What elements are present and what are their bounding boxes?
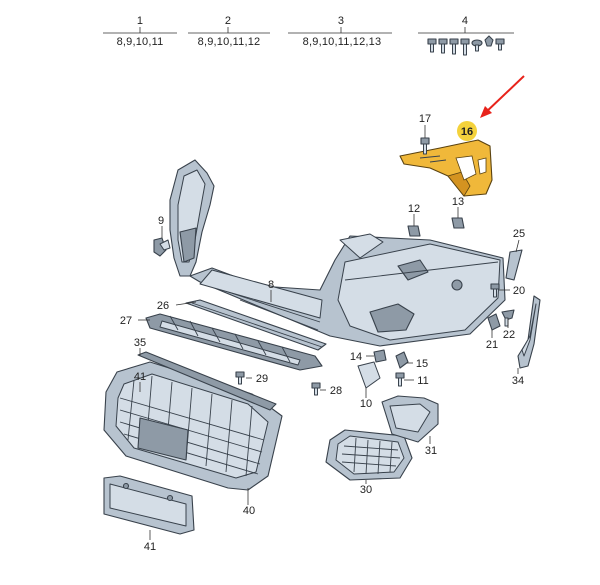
screw-28-icon	[311, 382, 321, 396]
label-part-22: 22	[503, 329, 515, 341]
header-group-number: 1	[137, 15, 143, 27]
label-part-41-top: 41	[134, 371, 146, 383]
label-part-28: 28	[330, 385, 342, 397]
label-part-9: 9	[158, 215, 164, 227]
label-part-41: 41	[144, 541, 156, 553]
label-part-40: 40	[243, 505, 255, 517]
highlight-badge	[457, 121, 477, 141]
label-part-8: 8	[268, 279, 274, 291]
clip-9-icon	[153, 237, 171, 257]
label-part-34: 34	[512, 375, 524, 387]
lower-grille-strip-26	[185, 299, 327, 351]
label-part-11: 11	[417, 375, 428, 387]
header-group-parts: 8,9,10,11,12,13	[303, 36, 382, 48]
header-group-1: 1 8,9,10,11	[103, 15, 177, 48]
clip-15-icon	[395, 351, 409, 369]
label-part-13: 13	[452, 196, 464, 208]
cap-13-icon	[451, 217, 465, 229]
header-group-number: 3	[338, 15, 344, 27]
grille-trim-strip	[137, 351, 277, 411]
label-part-31: 31	[425, 445, 437, 457]
header-group-4: 4	[418, 15, 514, 56]
label-part-17: 17	[419, 113, 431, 125]
header-group-number: 2	[225, 15, 231, 27]
license-plate-bracket	[103, 475, 195, 535]
label-part-26: 26	[157, 300, 169, 312]
header-group-3: 3 8,9,10,11,12,13	[288, 15, 392, 48]
header-group-parts: 8,9,10,11	[117, 36, 164, 48]
label-part-12: 12	[408, 203, 420, 215]
washer-nozzle-cover-10	[357, 361, 381, 389]
label-part-21: 21	[486, 339, 498, 351]
label-part-16: 16	[461, 126, 473, 138]
leader-lines	[138, 125, 520, 540]
highlighted-mounting-bracket	[399, 139, 493, 197]
label-part-15: 15	[416, 358, 428, 370]
trim-25-icon	[505, 249, 523, 281]
fog-light-grille	[325, 429, 413, 481]
screw-29-icon	[235, 371, 245, 385]
clip-22-icon	[501, 309, 515, 327]
label-part-29: 29	[256, 373, 268, 385]
radiator-grille	[103, 361, 283, 491]
label-part-30: 30	[360, 484, 372, 496]
header-group-2: 2 8,9,10,11,12	[188, 15, 270, 48]
clip-21-icon	[487, 313, 501, 331]
part-labels: 9 8 26 27 35 41 29 28 41 40 17 16 12 13 …	[120, 113, 525, 553]
bumper-cover	[169, 159, 506, 347]
highlight-arrow	[480, 75, 525, 118]
header-group-parts: 8,9,10,11,12	[198, 36, 261, 48]
header-group-number: 4	[462, 15, 468, 27]
fastener-set-icon	[427, 35, 505, 56]
screw-11-icon	[395, 372, 405, 387]
label-part-35: 35	[134, 337, 146, 349]
label-part-25: 25	[513, 228, 525, 240]
label-part-10: 10	[360, 398, 372, 410]
cap-12-icon	[407, 225, 421, 237]
lower-grille-strip-27	[145, 313, 323, 371]
fog-light-cover	[381, 395, 439, 443]
label-part-14: 14	[350, 351, 362, 363]
cap-14-icon	[373, 349, 387, 363]
side-strip-34	[517, 295, 541, 369]
label-part-20: 20	[513, 285, 525, 297]
screw-20-icon	[490, 283, 500, 298]
label-part-27: 27	[120, 315, 132, 327]
